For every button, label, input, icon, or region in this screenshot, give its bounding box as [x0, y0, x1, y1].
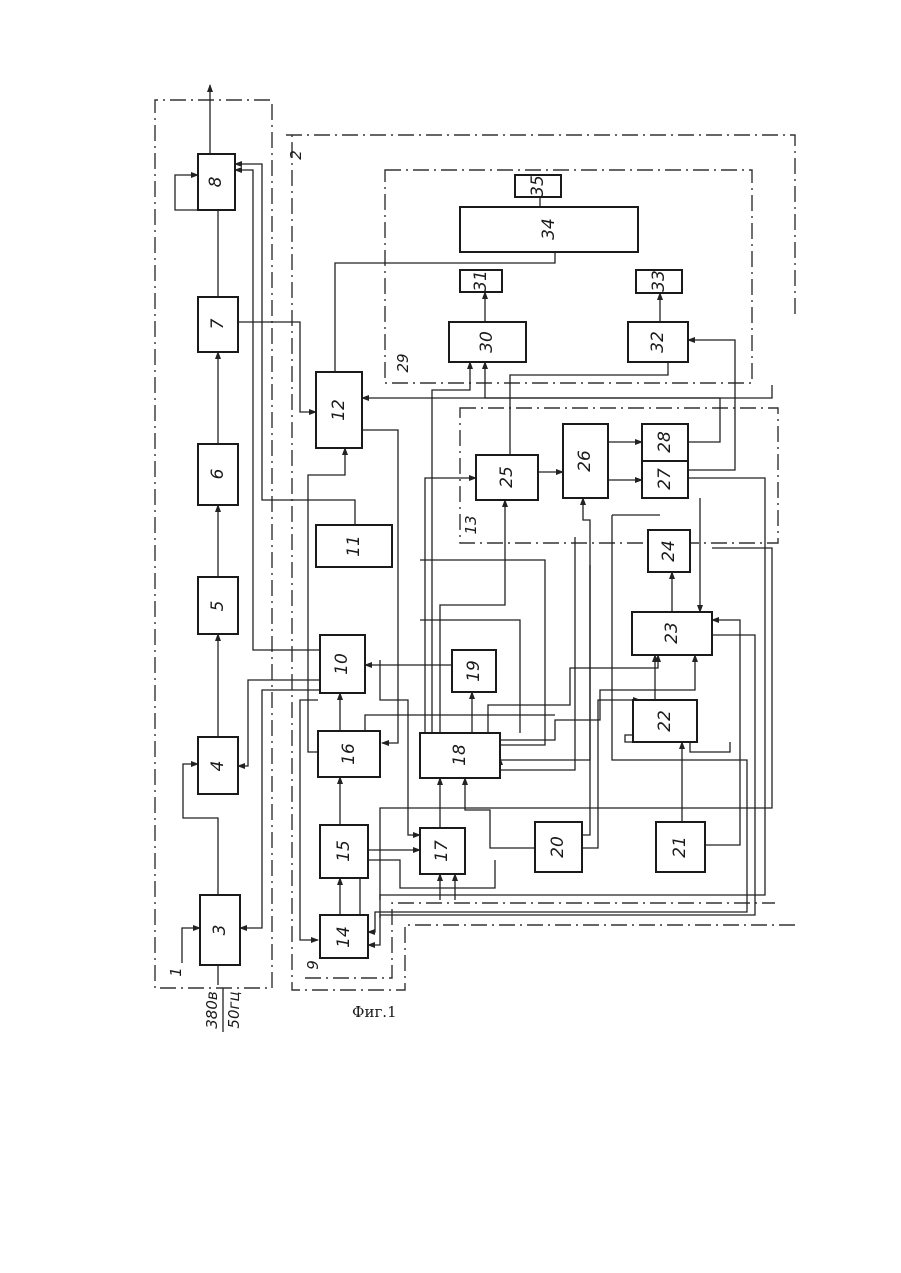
svg-text:10: 10	[332, 653, 352, 675]
block-33: 33	[636, 270, 682, 293]
block-7: 7	[198, 297, 238, 352]
svg-text:33: 33	[649, 270, 669, 292]
group-label-1: 1	[167, 967, 185, 977]
svg-text:6: 6	[208, 468, 228, 479]
block-26: 26	[563, 424, 608, 498]
svg-text:16: 16	[339, 743, 359, 765]
block-5: 5	[198, 577, 238, 634]
svg-text:22: 22	[655, 710, 675, 732]
block-17: 17	[420, 828, 465, 874]
svg-text:19: 19	[464, 660, 484, 682]
supply-voltage: 380в	[203, 991, 221, 1029]
block-30: 30	[449, 322, 526, 362]
block-22: 22	[633, 700, 697, 742]
svg-text:17: 17	[432, 840, 452, 862]
block-20: 20	[535, 822, 582, 872]
block-8: 8	[198, 154, 235, 210]
svg-text:34: 34	[539, 218, 559, 240]
block-10: 10	[320, 635, 365, 693]
svg-text:12: 12	[329, 399, 349, 421]
block-16: 16	[318, 731, 380, 777]
block-23: 23	[632, 612, 712, 655]
group-label-29: 29	[394, 353, 412, 372]
block-4: 4	[198, 737, 238, 794]
group-label-9: 9	[304, 960, 322, 970]
svg-text:23: 23	[662, 622, 682, 644]
block-19: 19	[452, 650, 496, 692]
block-15: 15	[320, 825, 368, 878]
svg-text:32: 32	[648, 331, 668, 353]
svg-text:15: 15	[334, 840, 354, 862]
svg-text:7: 7	[208, 318, 228, 329]
svg-text:18: 18	[450, 744, 470, 766]
group-label-13: 13	[462, 515, 480, 534]
figure-caption: Фиг.1	[352, 1003, 397, 1021]
svg-text:31: 31	[471, 270, 491, 292]
group-label-2: 2	[287, 150, 305, 160]
block-3: 3	[200, 895, 240, 965]
block-32: 32	[628, 322, 688, 362]
supply-labels: 380в 50гц	[203, 988, 243, 1032]
block-21: 21	[656, 822, 705, 872]
svg-text:25: 25	[497, 466, 517, 488]
svg-text:5: 5	[208, 601, 228, 612]
svg-text:30: 30	[477, 331, 497, 353]
svg-text:26: 26	[575, 450, 595, 472]
svg-text:27: 27	[655, 468, 675, 490]
block-24: 24	[648, 530, 690, 572]
block-12: 12	[316, 372, 362, 448]
svg-text:4: 4	[208, 761, 228, 772]
block-27: 27	[642, 461, 688, 498]
svg-text:24: 24	[659, 540, 679, 562]
svg-text:8: 8	[206, 176, 226, 187]
block-11: 11	[316, 525, 392, 567]
svg-text:28: 28	[655, 431, 675, 453]
block-25: 25	[476, 455, 538, 500]
block-28: 28	[642, 424, 688, 461]
block-6: 6	[198, 444, 238, 505]
svg-text:20: 20	[548, 836, 568, 858]
svg-text:11: 11	[344, 535, 364, 557]
supply-frequency: 50гц	[225, 991, 243, 1028]
svg-text:3: 3	[210, 925, 230, 936]
svg-text:35: 35	[528, 175, 548, 197]
block-35: 35	[515, 175, 561, 197]
block-18: 18	[420, 733, 500, 778]
block-34: 34	[460, 207, 638, 252]
block-31: 31	[460, 270, 502, 292]
svg-text:21: 21	[670, 836, 690, 858]
svg-text:14: 14	[334, 926, 354, 948]
block-14: 14	[320, 915, 368, 958]
